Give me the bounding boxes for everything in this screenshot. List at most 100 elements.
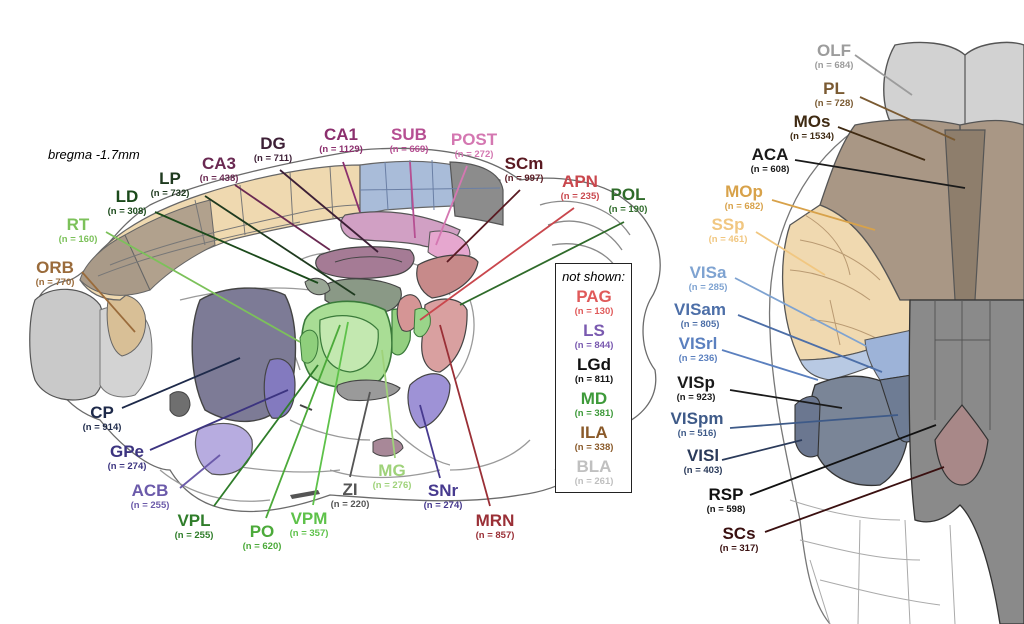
vispm-count: (n = 516) [677,428,717,439]
pl-leader-line [859,96,956,141]
label-pl: PL(n = 728) [815,80,854,109]
visl-region [794,395,821,458]
label-vpm: VPM(n = 357) [290,510,329,539]
pol-count: (n = 190) [608,204,648,215]
visrl-abbreviation: VISrl [678,334,718,353]
pl-count: (n = 728) [814,98,854,109]
mos-count: (n = 1534) [789,131,835,142]
visa-abbreviation: VISa [689,263,727,282]
ld-leader-line [154,211,319,284]
visa-leader-line [734,277,867,347]
md-abbreviation: MD [580,389,608,408]
bla-abbreviation: BLA [576,457,612,476]
label-gpe: GPe(n = 274) [108,443,147,472]
mg-abbreviation: MG [378,461,406,480]
gpe-abbreviation: GPe [109,442,145,461]
dg-abbreviation: DG [260,134,286,153]
label-apn: APN(n = 235) [561,173,600,202]
ls-abbreviation: LS [583,321,605,340]
post-abbreviation: POST [450,130,498,149]
pag-abbreviation: PAG [576,287,612,306]
md-count: (n = 381) [574,408,614,419]
label-ssp: SSp(n = 461) [709,216,748,245]
lp-leader-line [204,195,356,296]
label-scs: SCs(n = 317) [720,525,759,554]
olf-region [883,41,1024,131]
lgd-count: (n = 811) [574,374,614,385]
rt-count: (n = 160) [58,234,98,245]
olf-leader-line [854,54,913,96]
cp-abbreviation: CP [90,403,114,422]
visp-abbreviation: VISp [677,373,715,392]
label-md: MD(n = 381) [575,390,614,419]
mg-leader-line [381,349,396,459]
zi-region [336,379,401,402]
acb-count: (n = 255) [130,500,170,511]
mrn-leader-line [439,324,491,507]
mg-count: (n = 276) [372,480,412,491]
ca1-abbreviation: CA1 [323,125,359,144]
label-sub: SUB(n = 669) [390,126,429,155]
label-ca3: CA3(n = 438) [200,155,239,184]
mrn-region [421,298,468,373]
olf-count: (n = 684) [814,60,854,71]
ls-count: (n = 844) [574,340,614,351]
rsp-abbreviation: RSP [708,485,744,504]
ila-abbreviation: ILA [580,423,608,442]
scs-region [934,404,989,486]
ld-count: (n = 308) [107,206,147,217]
visp-count: (n = 923) [676,392,716,403]
label-vpl: VPL(n = 255) [175,512,214,541]
label-post: POST(n = 272) [451,131,497,160]
lgd-abbreviation: LGd [576,355,611,374]
visrl-count: (n = 236) [678,353,718,364]
zi-count: (n = 220) [330,499,370,510]
ssp-leader-line [755,231,826,276]
vpm-leader-line [312,321,349,506]
ca3-abbreviation: CA3 [201,154,236,173]
sub-leader-line [409,161,416,239]
label-cp: CP(n = 914) [83,404,122,433]
zi-abbreviation: ZI [342,480,358,499]
mg-region [372,437,404,457]
post-leader-line [435,165,468,246]
orb-count: (n = 770) [35,277,75,288]
ld-abbreviation: LD [115,187,139,206]
snr-region [407,373,451,429]
dg-leader-line [279,169,379,253]
visl-leader-line [721,439,803,461]
ssp-abbreviation: SSp [711,215,745,234]
label-visam: VISam(n = 805) [674,301,726,330]
rt-abbreviation: RT [66,215,90,234]
vispm-leader-line [729,414,899,429]
label-bla: BLA(n = 261) [575,458,614,487]
vpl-abbreviation: VPL [177,511,211,530]
label-aca: ACA(n = 608) [751,146,790,175]
visrl-leader-line [721,349,819,381]
rsp-leader-line [749,424,937,496]
gpe-count: (n = 274) [107,461,147,472]
aca-abbreviation: ACA [751,145,789,164]
label-dg: DG(n = 711) [254,135,292,164]
gpe-region [263,358,296,419]
post-count: (n = 272) [454,149,494,160]
vpm-count: (n = 357) [289,528,329,539]
scs-leader-line [764,466,945,533]
cp-leader-line [121,357,241,409]
cp-count: (n = 914) [82,422,122,433]
label-scm: SCm(n = 997) [505,155,544,184]
ca3-leader-line [234,184,331,251]
snr-abbreviation: SNr [427,481,459,500]
label-lp: LP(n = 732) [151,170,190,199]
rt-leader-line [105,231,301,343]
mop-abbreviation: MOp [725,182,763,201]
leader-lines [81,54,966,533]
pl-abbreviation: PL [823,79,845,98]
label-lgd: LGd(n = 811) [575,356,613,385]
sub-count: (n = 669) [389,144,429,155]
olf-abbreviation: OLF [817,41,851,60]
label-visrl: VISrl(n = 236) [679,335,718,364]
mrn-count: (n = 857) [475,530,515,541]
visam-abbreviation: VISam [674,300,726,319]
